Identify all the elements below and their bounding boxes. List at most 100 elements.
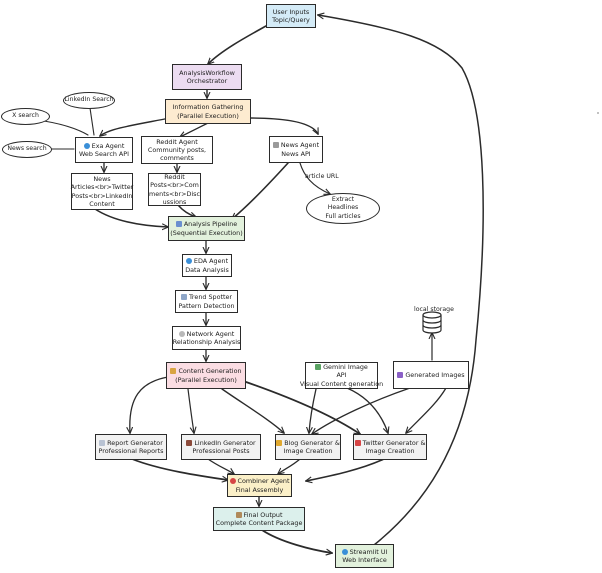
extract-ellipse: Extract Headlines Full articles xyxy=(306,193,380,224)
linkedin-search-ellipse: LinkedIn Search xyxy=(63,92,115,109)
gemini-api-title: Gemini Image xyxy=(323,363,368,372)
edge-images-to-blog xyxy=(312,387,411,434)
linkedin-search-text: LinkedIn Search xyxy=(64,96,114,104)
magnifier-icon xyxy=(185,258,192,265)
twitter-generator-title-row: Twitter Generator & xyxy=(354,439,425,447)
network-agent-node: Network Agent Relationship Analysis xyxy=(172,326,241,350)
x-search-text: X search xyxy=(12,112,39,120)
exa-agent-subtitle: Web Search API xyxy=(78,150,130,158)
generated-images-node: Generated Images xyxy=(393,361,469,389)
report-generator-node: Report Generator Professional Reports xyxy=(95,434,167,460)
eda-agent-title: EDA Agent xyxy=(193,257,229,266)
edge-report-to-combiner xyxy=(131,458,228,480)
network-agent-subtitle: Relationship Analysis xyxy=(172,338,241,346)
generated-images-title: Generated Images xyxy=(405,370,465,379)
generated-images-title-row: Generated Images xyxy=(397,370,465,379)
extract-line-2: Headlines xyxy=(327,204,359,212)
orchestrator-node: AnalysisWorkflow Orchestrator xyxy=(172,64,242,90)
news-agent-node: News Agent News API xyxy=(269,136,323,163)
edge-content-to-linkedin xyxy=(187,388,194,433)
reddit-content-node: Reddit Posts<br>Com ments<br>Disc ussion… xyxy=(148,173,201,206)
blog-generator-title: Blog Generator & xyxy=(284,438,340,447)
report-generator-title-row: Report Generator xyxy=(99,439,163,447)
chart-icon xyxy=(175,221,182,228)
local-storage-label: local storage xyxy=(414,306,454,313)
trend-spotter-subtitle: Pattern Detection xyxy=(178,301,235,310)
orchestrator-title: AnalysisWorkflow xyxy=(179,68,235,77)
blog-generator-title-row: Blog Generator & xyxy=(276,439,340,447)
streamlit-ui-title: Streamlit UI xyxy=(349,547,388,556)
linkedin-generator-subtitle: Professional Posts xyxy=(192,447,250,455)
edge-news-content-to-pipeline xyxy=(94,208,168,227)
information-gathering-subtitle: (Parallel Execution) xyxy=(177,111,239,120)
exa-agent-title: Exa Agent xyxy=(91,141,125,150)
edge-gathering-to-news xyxy=(249,117,318,134)
analysis-pipeline-title-row: Analysis Pipeline xyxy=(175,220,238,229)
information-gathering-title: Information Gathering xyxy=(172,103,244,112)
network-icon xyxy=(178,330,185,337)
final-output-node: Final Output Complete Content Package xyxy=(213,507,305,531)
extract-line-3: Full articles xyxy=(325,212,361,220)
user-inputs-node: User Inputs Topic/Query xyxy=(266,4,316,28)
analysis-pipeline-title: Analysis Pipeline xyxy=(183,220,238,229)
edge-twitter-to-combiner xyxy=(306,458,385,481)
edge-gathering-to-reddit xyxy=(180,122,209,137)
combiner-agent-title: Combiner Agent xyxy=(237,477,290,486)
report-generator-title: Report Generator xyxy=(107,438,163,447)
edge-xsearch-to-exa xyxy=(43,120,89,136)
exa-agent-node: Exa Agent Web Search API xyxy=(75,137,133,163)
user-inputs-title: User Inputs xyxy=(272,7,310,16)
report-generator-subtitle: Professional Reports xyxy=(98,447,164,455)
image-icon xyxy=(315,364,322,371)
eda-agent-subtitle: Data Analysis xyxy=(185,265,229,274)
final-output-subtitle: Complete Content Package xyxy=(215,519,303,527)
information-gathering-node: Information Gathering (Parallel Executio… xyxy=(165,99,251,124)
final-output-title-row: Final Output xyxy=(235,511,282,519)
news-content-line-1: News xyxy=(93,174,111,183)
edge-gemini-to-twitter xyxy=(346,387,388,433)
gemini-api-title-row: Gemini Image xyxy=(315,363,368,371)
eda-agent-title-row: EDA Agent xyxy=(185,257,229,266)
edge-streamlit-to-user xyxy=(318,15,484,546)
twitter-generator-subtitle: Image Creation xyxy=(365,447,415,455)
linkedin-generator-title: LinkedIn Generator xyxy=(194,438,256,447)
edge-output-to-streamlit xyxy=(261,529,332,553)
edge-content-to-blog xyxy=(221,388,284,433)
edge-content-to-report xyxy=(130,376,169,433)
news-search-ellipse: News search xyxy=(2,141,52,158)
streamlit-ui-title-row: Streamlit UI xyxy=(341,547,388,556)
linkedin-generator-node: LinkedIn Generator Professional Posts xyxy=(181,434,261,460)
package-icon xyxy=(235,511,242,518)
extract-line-1: Extract xyxy=(331,196,355,204)
reddit-agent-node: Reddit Agent Community posts, comments xyxy=(141,136,213,164)
local-storage-icon xyxy=(422,311,442,334)
orchestrator-subtitle: Orchestrator xyxy=(186,77,228,85)
linkedin-generator-title-row: LinkedIn Generator xyxy=(186,438,256,447)
content-generation-title: Content Generation xyxy=(178,367,242,376)
newspaper-icon xyxy=(272,142,279,149)
streamlit-ui-node: Streamlit UI Web Interface xyxy=(335,544,394,568)
news-agent-title: News Agent xyxy=(280,141,320,150)
user-inputs-subtitle: Topic/Query xyxy=(272,16,310,24)
bird-icon xyxy=(354,439,361,446)
globe-icon xyxy=(83,142,90,149)
content-generation-node: Content Generation (Parallel Execution) xyxy=(166,362,246,389)
trend-spotter-title: Trend Spotter xyxy=(188,293,233,302)
article-url-label: article URL xyxy=(305,173,339,180)
reddit-agent-line-2: Community posts, xyxy=(147,145,207,154)
news-content-line-3: Posts<br>LinkedIn xyxy=(71,191,133,200)
reddit-content-line-2: Posts<br>Com xyxy=(150,181,199,190)
images-icon xyxy=(397,371,404,378)
gemini-api-line-3: Visual Content generation xyxy=(299,379,384,388)
gemini-api-line-2: API xyxy=(336,371,347,380)
twitter-generator-node: Twitter Generator & Image Creation xyxy=(353,434,427,460)
exa-agent-title-row: Exa Agent xyxy=(83,141,125,150)
content-generation-subtitle: (Parallel Execution) xyxy=(175,375,237,384)
edge-linkedin-to-exa xyxy=(89,107,95,136)
edge-gathering-to-exa xyxy=(100,117,171,136)
reddit-content-line-3: ments<br>Disc xyxy=(149,189,200,198)
edge-blog-to-combiner xyxy=(278,458,301,474)
news-content-line-2: Articles<br>Twitter xyxy=(70,183,134,192)
combiner-agent-subtitle: Final Assembly xyxy=(235,485,284,494)
